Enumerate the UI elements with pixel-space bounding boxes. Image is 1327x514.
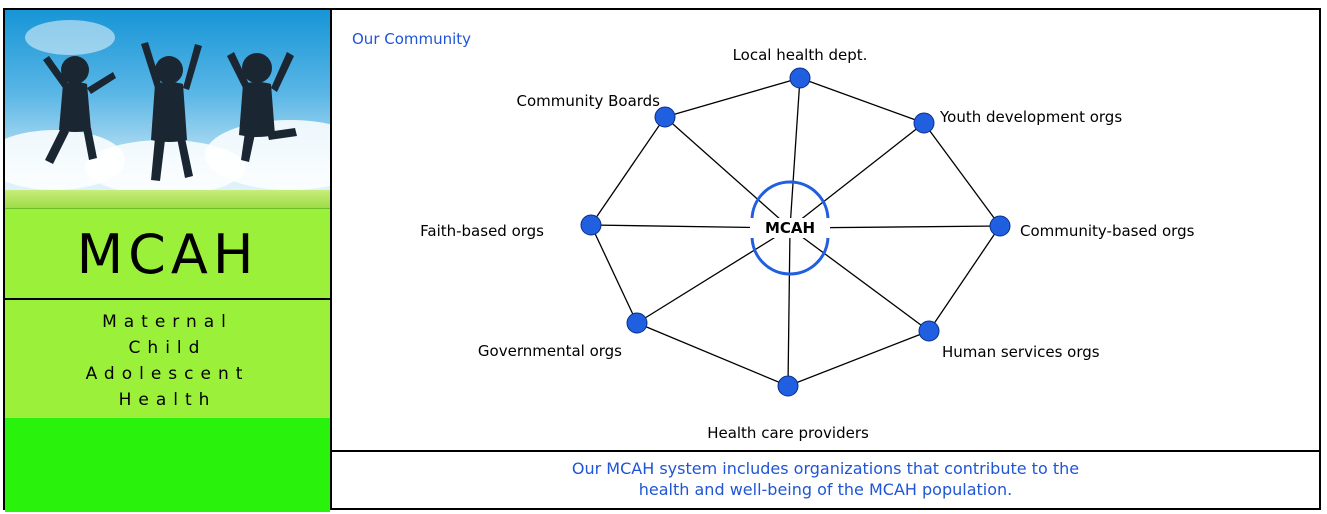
network-node — [626, 312, 648, 334]
ring-edge — [923, 122, 1001, 227]
ring-edge — [590, 116, 666, 226]
diagram-caption: Our MCAH system includes organizations t… — [332, 458, 1319, 500]
ring-edge — [636, 322, 789, 387]
network-node — [913, 112, 935, 134]
node-label: Youth development orgs — [939, 108, 1122, 126]
node-label: Governmental orgs — [478, 342, 622, 360]
ring-edge — [799, 77, 925, 124]
spoke-edge — [636, 227, 791, 324]
caption-divider — [332, 450, 1319, 452]
spoke-edge — [789, 227, 930, 332]
mcah-title-box: MCAH — [5, 208, 330, 299]
mcah-center: MCAH — [750, 180, 830, 276]
word-adolescent: Adolescent — [85, 364, 250, 384]
community-network-diagram: MCAH Local health dept. Youth development… — [420, 46, 1195, 442]
grass-strip — [5, 190, 330, 212]
children-silhouette-icon — [43, 42, 297, 181]
page-frame: MCAH Maternal Child Adolescent Health Ou… — [3, 8, 1321, 512]
word-child: Child — [128, 338, 207, 358]
diagram-heading: Our Community — [352, 30, 472, 48]
green-block — [5, 418, 330, 512]
caption-line-2: health and well-being of the MCAH popula… — [638, 480, 1013, 499]
ring-edge — [590, 224, 638, 324]
mcah-title: MCAH — [76, 223, 259, 286]
node-label: Community-based orgs — [1020, 222, 1195, 240]
ring-edge — [664, 77, 801, 118]
node-label: Health care providers — [707, 424, 869, 442]
node-label: Faith-based orgs — [420, 222, 544, 240]
center-label: MCAH — [765, 219, 815, 237]
mcah-words-box: Maternal Child Adolescent Health — [5, 298, 330, 420]
ring-edge — [787, 330, 930, 387]
network-node — [580, 214, 602, 236]
ring-edge — [928, 225, 1001, 332]
network-node — [989, 215, 1011, 237]
node-label: Human services orgs — [942, 343, 1100, 361]
mcah-sidebar: MCAH Maternal Child Adolescent Health — [5, 10, 332, 512]
spoke-edge — [789, 77, 801, 229]
network-node — [918, 320, 940, 342]
jumping-children-image — [5, 10, 330, 196]
spoke-edge — [789, 122, 925, 229]
word-health: Health — [118, 390, 217, 410]
network-node — [789, 67, 811, 89]
network-node — [777, 375, 799, 397]
spoke-edge — [787, 227, 791, 387]
word-maternal: Maternal — [102, 312, 233, 332]
community-panel: Our Community MCAH Local health dept. You… — [332, 10, 1319, 508]
node-label: Local health dept. — [733, 46, 868, 64]
network-node — [654, 106, 676, 128]
node-label: Community Boards — [517, 92, 661, 110]
caption-line-1: Our MCAH system includes organizations t… — [571, 459, 1080, 478]
spoke-edge — [664, 116, 791, 229]
